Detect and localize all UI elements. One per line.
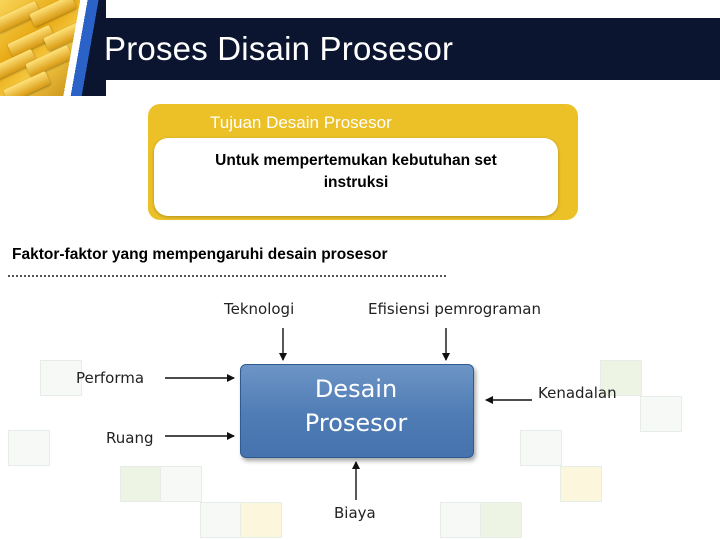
center-text-line-1: Desain <box>314 375 398 403</box>
goal-text-line-1: Untuk mempertemukan kebutuhan set <box>215 152 497 169</box>
factors-heading: Faktor-faktor yang mempengaruhi desain p… <box>12 246 388 263</box>
goal-label: Tujuan Desain Prosesor <box>210 113 392 132</box>
label-kenadalan: Kenadalan <box>538 384 617 402</box>
center-text-line-2: Prosesor <box>304 409 408 437</box>
label-performa: Performa <box>76 369 145 387</box>
label-teknologi: Teknologi <box>224 300 295 318</box>
dotted-divider <box>8 275 446 277</box>
goal-text-panel <box>154 138 558 216</box>
title-banner <box>88 18 720 80</box>
center-box-text: Desain Prosesor <box>240 372 472 440</box>
label-biaya: Biaya <box>334 504 376 522</box>
label-efisiensi-pemrograman: Efisiensi pemrograman <box>368 300 541 318</box>
page-title: Proses Disain Prosesor <box>104 30 454 67</box>
goal-text-line-2: instruksi <box>323 174 389 191</box>
label-ruang: Ruang <box>106 429 154 447</box>
header-stripe <box>62 0 106 96</box>
background-grid <box>0 300 720 540</box>
goal-text: Untuk mempertemukan kebutuhan set instru… <box>154 150 558 194</box>
center-box <box>240 364 474 458</box>
